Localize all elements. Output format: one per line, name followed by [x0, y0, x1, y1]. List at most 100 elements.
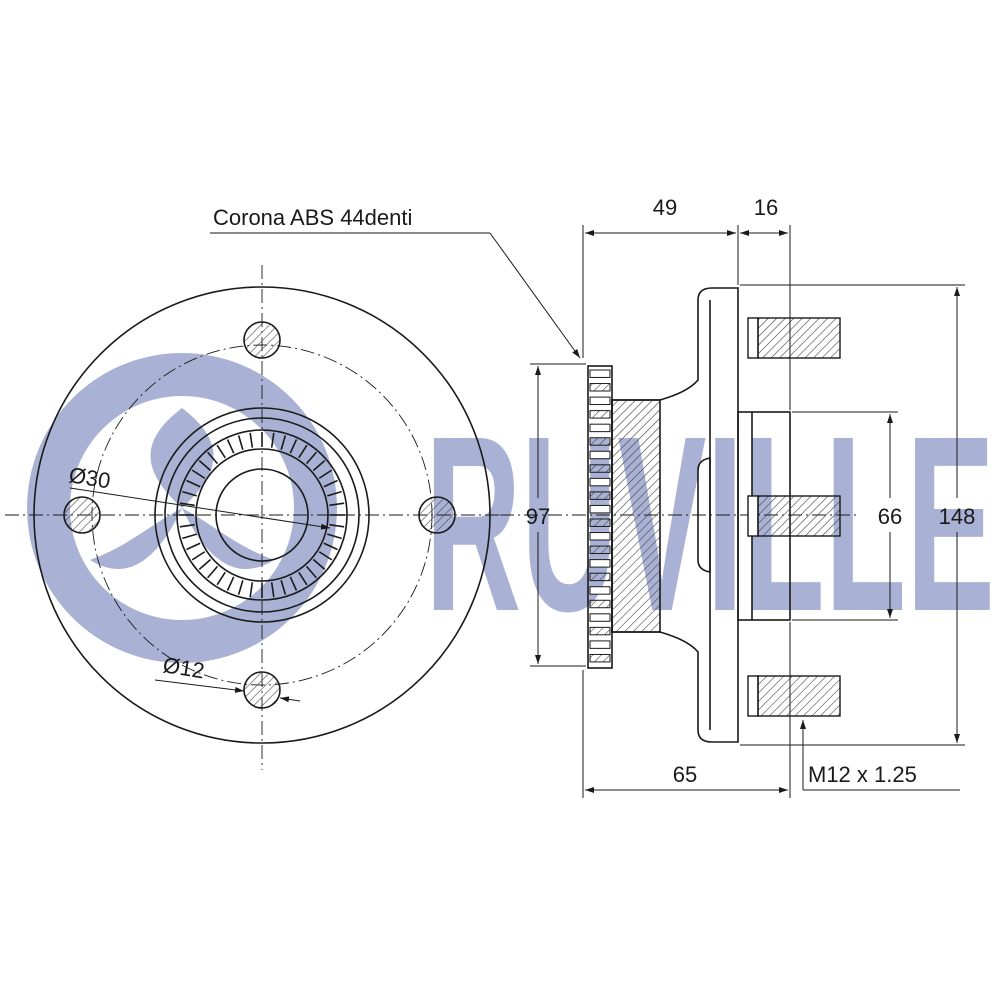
- stud-top: [757, 317, 841, 359]
- abs-tooth: [289, 576, 298, 591]
- abs-tooth: [318, 469, 333, 479]
- abs-tooth: [226, 439, 235, 454]
- abs-side-tooth: [589, 640, 611, 649]
- dim-65-label: 65: [673, 762, 697, 787]
- dim-66-label: 66: [878, 504, 902, 529]
- abs-ring-side: [587, 365, 613, 669]
- abs-tooth: [198, 558, 212, 570]
- abs-tooth: [179, 523, 195, 528]
- abs-side-tooth: [589, 423, 611, 433]
- stud-middle-head: [747, 495, 759, 537]
- bore-dia-leader: [69, 487, 331, 530]
- abs-side-tooth: [589, 450, 611, 460]
- abs-side-tooth: [589, 396, 611, 406]
- abs-tooth: [216, 571, 226, 586]
- hub-outer: [154, 407, 370, 623]
- abs-ring-side-teeth: [589, 369, 611, 663]
- stud-hole-bottom: [243, 671, 281, 709]
- abs-tooth: [216, 444, 226, 459]
- abs-tooth: [270, 432, 275, 448]
- dim-49-label: 49: [653, 195, 677, 220]
- abs-side-tooth: [589, 383, 611, 392]
- abs-side-tooth: [589, 572, 611, 582]
- stud-hole-right: [418, 496, 456, 534]
- abs-tooth: [329, 502, 345, 507]
- abs-side-tooth: [589, 559, 611, 568]
- abs-tooth: [312, 558, 326, 570]
- abs-tooth: [237, 580, 244, 595]
- abs-tooth: [186, 479, 201, 488]
- stud-hole-top: [243, 321, 281, 359]
- abs-tooth: [318, 551, 333, 561]
- abs-tooth: [186, 542, 201, 551]
- ruville-watermark: RUVILLE: [27, 353, 995, 663]
- stud-bottom-head: [747, 675, 759, 717]
- stud-top-head: [747, 317, 759, 359]
- dim-148-label: 148: [939, 504, 976, 529]
- hub-body: [611, 287, 739, 743]
- abs-side-tooth: [589, 586, 611, 595]
- abs-tooth: [305, 565, 317, 579]
- side-view: [500, 287, 858, 743]
- abs-tooth: [226, 576, 235, 591]
- abs-ring-outer: [176, 429, 348, 601]
- abs-ring-label: Corona ABS 44denti: [213, 205, 412, 230]
- abs-side-tooth: [589, 477, 611, 487]
- abs-tooth: [249, 582, 254, 598]
- abs-tooth: [329, 523, 345, 528]
- abs-side-tooth: [589, 599, 611, 609]
- abs-tooth: [280, 435, 287, 450]
- abs-ring-teeth: [179, 432, 345, 598]
- abs-side-tooth: [589, 626, 611, 636]
- abs-tooth: [327, 533, 342, 540]
- stud-bottom: [757, 675, 841, 717]
- abs-ring-inner: [195, 448, 329, 582]
- abs-tooth: [305, 451, 317, 465]
- abs-tooth: [249, 432, 254, 448]
- abs-side-tooth: [589, 504, 611, 514]
- hole-dia-leader-left: [154, 679, 245, 693]
- dim-16-label: 16: [754, 195, 778, 220]
- abs-tooth: [327, 490, 342, 497]
- abs-tooth: [207, 451, 219, 465]
- abs-side-tooth: [589, 545, 611, 555]
- abs-tooth: [280, 580, 287, 595]
- hub-inner: [164, 417, 360, 613]
- hub-center-bulge: [697, 457, 711, 573]
- abs-tooth: [191, 551, 206, 561]
- abs-tooth: [289, 439, 298, 454]
- flange-outline: [33, 286, 491, 744]
- abs-side-tooth: [589, 437, 611, 446]
- bearing-section: [611, 399, 661, 633]
- abs-tooth: [179, 502, 195, 507]
- abs-leader: [489, 232, 581, 359]
- abs-side-tooth: [589, 464, 611, 473]
- abs-tooth: [207, 565, 219, 579]
- abs-tooth: [191, 469, 206, 479]
- abs-side-tooth: [589, 532, 611, 541]
- dim-97-label: 97: [526, 504, 550, 529]
- abs-side-tooth: [589, 613, 611, 622]
- thread-label: M12 x 1.25: [808, 762, 917, 787]
- abs-tooth: [182, 490, 197, 497]
- abs-tooth: [198, 460, 212, 472]
- abs-tooth: [312, 460, 326, 472]
- abs-side-tooth: [589, 491, 611, 500]
- abs-tooth: [323, 479, 338, 488]
- abs-tooth: [237, 435, 244, 450]
- hole-dia-leader-right: [279, 696, 301, 703]
- dimension-lines: 49 16 97 66 148 65 M12 x 1.25 Corona ABS…: [210, 195, 975, 798]
- abs-tooth: [298, 571, 308, 586]
- stud-middle: [757, 495, 841, 537]
- abs-side-tooth: [589, 410, 611, 419]
- abs-tooth: [323, 542, 338, 551]
- abs-tooth: [270, 582, 275, 598]
- stud-hole-left: [63, 496, 101, 534]
- abs-tooth: [182, 533, 197, 540]
- abs-side-tooth: [589, 518, 611, 527]
- abs-side-tooth: [589, 653, 611, 663]
- hole-dia-label: Ø12: [161, 652, 206, 683]
- abs-tooth: [298, 444, 308, 459]
